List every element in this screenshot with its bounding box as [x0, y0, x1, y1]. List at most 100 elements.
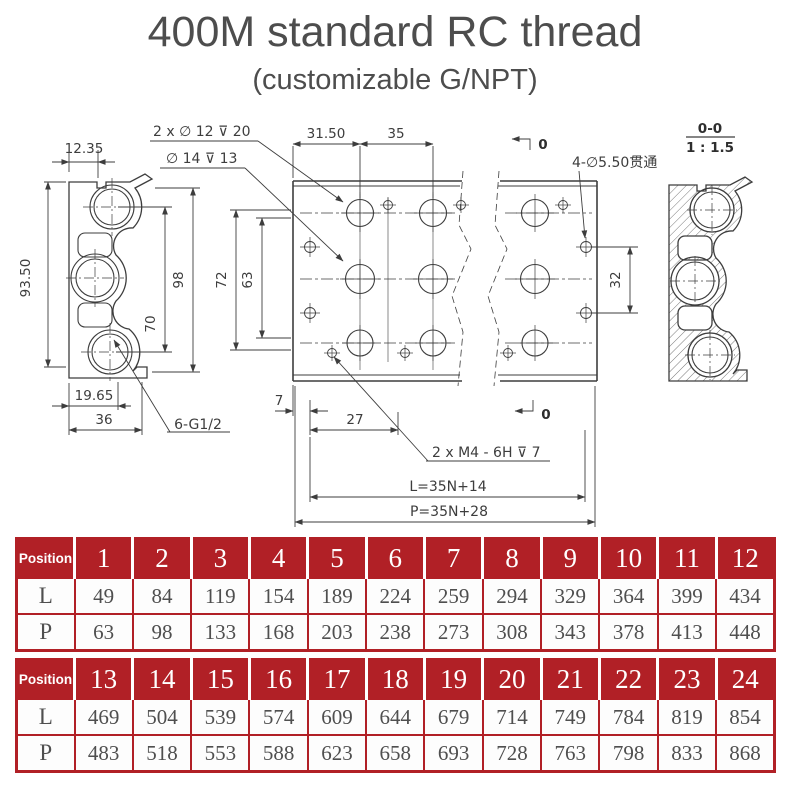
value-cell: 308 — [481, 613, 543, 652]
position-number-cell: 4 — [247, 538, 308, 578]
note-label: 2 x ∅ 12 ⊽ 20 — [153, 124, 251, 140]
value-cell: 588 — [248, 734, 309, 773]
position-number-cell: 1 — [72, 538, 133, 578]
value-cell: 413 — [656, 613, 718, 652]
position-number-cell: 12 — [714, 538, 775, 578]
dim-19-65: 19.65 — [52, 382, 131, 435]
value-cell: 63 — [73, 613, 134, 652]
side-profile-view — [66, 173, 153, 381]
position-number-cell: 23 — [656, 659, 717, 699]
position-number-cell: 5 — [306, 538, 367, 578]
position-number-cell: 21 — [539, 659, 600, 699]
section-marker-top: 0 — [511, 136, 548, 153]
value-cell: 294 — [481, 577, 543, 615]
value-cell: 399 — [656, 577, 718, 615]
dim-31-50: 31.50 — [292, 126, 434, 198]
value-cell: 714 — [481, 698, 543, 736]
value-cell: 539 — [190, 698, 251, 736]
value-cell: 49 — [73, 577, 134, 615]
section-view — [668, 176, 753, 382]
value-cell: 469 — [73, 698, 134, 736]
hole-note-mid: ∅ 14 ⊽ 13 — [160, 151, 344, 262]
position-number-cell: 11 — [656, 538, 717, 578]
m4-screw-holes — [324, 197, 571, 361]
section-marker-label: 0 — [541, 407, 550, 423]
value-cell: 693 — [423, 734, 484, 773]
value-cell: 518 — [131, 734, 193, 773]
row-label-cell: P — [15, 734, 76, 773]
position-number-cell: 15 — [189, 659, 250, 699]
value-cell: 609 — [306, 698, 368, 736]
dim-label: 72 — [214, 271, 230, 288]
position-number-cell: 10 — [597, 538, 658, 578]
row-label-cell: L — [15, 577, 76, 615]
page-title: 400M standard RC thread — [147, 8, 643, 56]
port-thread-note: 6-G1/2 — [113, 339, 230, 433]
technical-drawing: 12.35 93.50 70 98 — [18, 121, 753, 527]
value-cell: 154 — [248, 577, 309, 615]
through-hole-note: 4-∅5.50贯通 — [572, 155, 657, 239]
dim-label: 36 — [95, 412, 112, 428]
value-cell: 84 — [131, 577, 193, 615]
dim-12-35: 12.35 — [52, 141, 115, 178]
through-holes — [300, 237, 596, 323]
value-cell: 819 — [656, 698, 718, 736]
m4-thread-note: 2 x M4 - 6H ⊽ 7 — [333, 356, 550, 462]
dim-70: 70 — [116, 206, 172, 353]
dim-label: 63 — [240, 271, 256, 288]
position-number-cell: 20 — [481, 659, 542, 699]
value-cell: 434 — [715, 577, 776, 615]
value-cell: 854 — [715, 698, 776, 736]
position-number-cell: 9 — [539, 538, 600, 578]
dim-label: 12.35 — [65, 141, 104, 157]
dim-label: 27 — [346, 412, 363, 428]
dim-label: 35 — [387, 126, 404, 142]
value-cell: 119 — [190, 577, 251, 615]
note-label: 4-∅5.50贯通 — [572, 155, 657, 171]
value-cell: 364 — [598, 577, 659, 615]
dim-72: 72 — [214, 209, 291, 351]
value-cell: 728 — [481, 734, 543, 773]
position-number-cell: 24 — [714, 659, 775, 699]
dim-label: 93.50 — [18, 259, 34, 298]
position-number-cell: 7 — [422, 538, 483, 578]
value-cell: 273 — [423, 613, 484, 652]
section-marker-bottom: 0 — [514, 400, 551, 423]
value-cell: 798 — [598, 734, 659, 773]
position-number-cell: 18 — [364, 659, 425, 699]
position-number-cell: 8 — [481, 538, 542, 578]
value-cell: 343 — [540, 613, 601, 652]
value-cell: 238 — [365, 613, 426, 652]
row-label-cell: P — [15, 613, 76, 652]
value-cell: 504 — [131, 698, 193, 736]
value-cell: 98 — [131, 613, 193, 652]
value-cell: 623 — [306, 734, 368, 773]
port-holes — [344, 198, 551, 357]
value-cell: 329 — [540, 577, 601, 615]
dim-label: 31.50 — [307, 126, 346, 142]
dim-pitch-formula: P=35N+28 — [294, 386, 596, 527]
dim-36: 36 — [68, 382, 143, 435]
value-cell: 763 — [540, 734, 601, 773]
position-number-cell: 16 — [247, 659, 308, 699]
dim-93-50: 93.50 — [18, 181, 66, 368]
section-scale-label: 1 : 1.5 — [686, 140, 734, 156]
value-cell: 644 — [365, 698, 426, 736]
value-cell: 679 — [423, 698, 484, 736]
value-cell: 224 — [365, 577, 426, 615]
dim-7: 7 — [275, 385, 328, 435]
position-header-cell: Position — [16, 538, 75, 578]
note-label: ∅ 14 ⊽ 13 — [166, 151, 237, 167]
position-number-cell: 17 — [306, 659, 367, 699]
value-cell: 378 — [598, 613, 659, 652]
position-number-cell: 3 — [189, 538, 250, 578]
value-cell: 784 — [598, 698, 659, 736]
dim-label: 7 — [275, 393, 284, 409]
dim-label: 70 — [143, 315, 159, 332]
dim-35: 35 — [359, 126, 434, 147]
dimensions: 12.35 93.50 70 98 — [18, 121, 735, 527]
dim-label: 19.65 — [75, 388, 114, 404]
